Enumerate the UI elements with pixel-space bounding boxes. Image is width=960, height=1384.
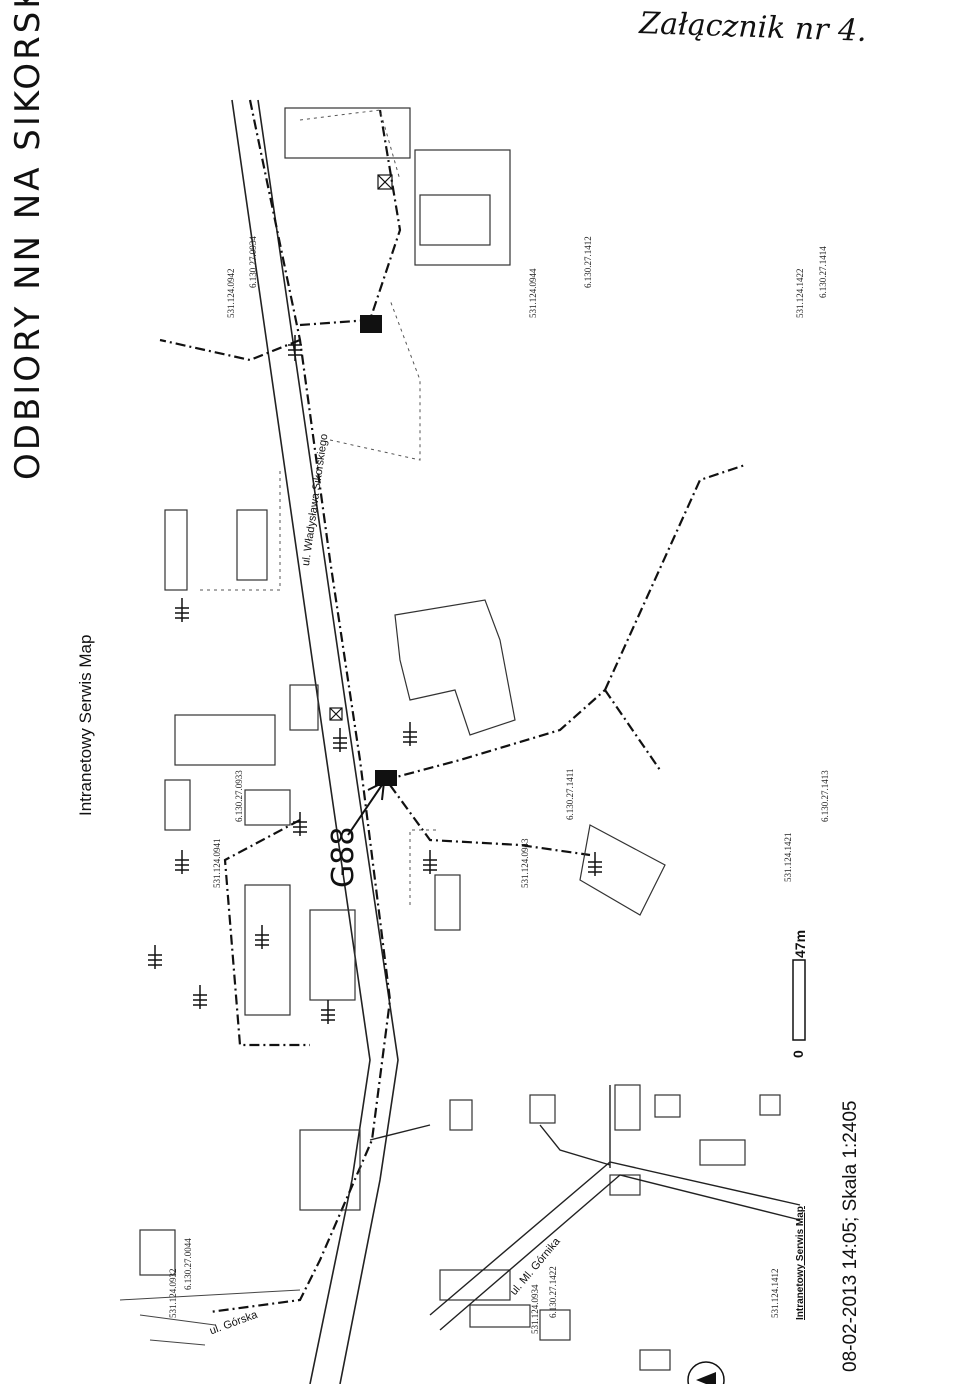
parcel-label: 531.124.0943 xyxy=(520,838,530,889)
buildings xyxy=(139,107,781,1371)
main-road xyxy=(231,99,399,1384)
footer-link[interactable]: Intranetowy Serwis Map xyxy=(795,1206,806,1320)
parcel-label: 6.130.27.1422 xyxy=(548,1266,558,1318)
side-roads xyxy=(369,1085,801,1331)
parcel-label: 6.130.27.0934 xyxy=(248,236,258,288)
timestamp-scale: 08-02-2013 14:05; Skala 1:2405 xyxy=(840,1100,861,1373)
plot-borders xyxy=(200,109,440,905)
cabinet-symbols xyxy=(360,315,397,786)
connection-symbols xyxy=(148,335,602,1024)
parcel-label: 531.124.0941 xyxy=(212,838,222,889)
lower-left-lines xyxy=(119,1289,301,1346)
parcel-label: 531.124.1412 xyxy=(770,1268,780,1319)
parcel-label: 531.124.0942 xyxy=(226,268,236,319)
parcel-label: 6.130.27.1413 xyxy=(820,770,830,822)
g88-arrow xyxy=(347,781,385,836)
parcel-label: 6.130.27.1414 xyxy=(818,246,828,298)
x-markers xyxy=(329,174,393,721)
parcel-label: 6.130.27.0044 xyxy=(183,1238,193,1290)
parcel-label: 6.130.27.0933 xyxy=(234,770,244,822)
scale-start: 0 xyxy=(790,1050,806,1058)
parcel-label: 531.124.0932 xyxy=(168,1268,178,1319)
parcel-label: 6.130.27.1411 xyxy=(565,768,575,820)
north-arrow-compass-icon xyxy=(687,1361,725,1384)
marker-label-g88: G88 xyxy=(326,826,361,888)
scale-bar xyxy=(792,959,806,1041)
map-service-title: Intranetowy Serwis Map xyxy=(76,634,95,816)
cable-route xyxy=(159,99,746,1314)
handwritten-title: ODBIORY NN NA SIKORSKIEGO xyxy=(8,0,48,480)
scale-end: 47m xyxy=(792,929,808,958)
parcel-label: 531.124.1422 xyxy=(795,268,805,319)
parcel-label: 531.124.1421 xyxy=(783,832,793,883)
parcel-label: 531.124.0934 xyxy=(530,1284,540,1335)
parcel-label: 531.124.0944 xyxy=(528,268,538,319)
parcel-label: 6.130.27.1412 xyxy=(583,236,593,288)
